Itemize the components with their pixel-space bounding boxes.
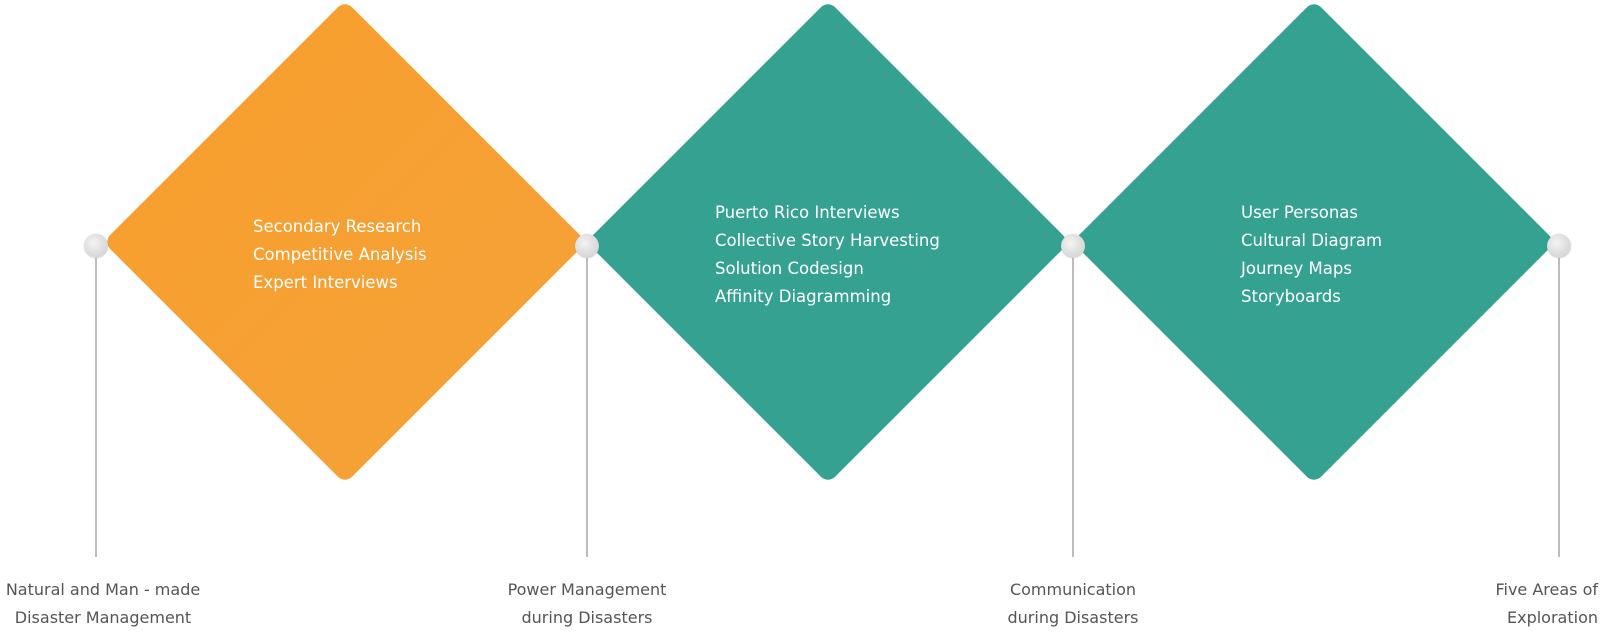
list-item: User Personas <box>1241 203 1359 222</box>
list-item: Collective Story Harvesting <box>715 231 940 250</box>
label-line: Exploration <box>1507 608 1598 627</box>
milestone-node <box>1547 234 1571 258</box>
research-methods-list: Secondary Research Competitive Analysis … <box>253 213 427 297</box>
label-line: Communication <box>1009 580 1137 599</box>
list-item: Storyboards <box>1241 287 1341 306</box>
milestone-label-power-management: Power Management during Disasters <box>487 576 687 632</box>
label-line: Power Management <box>507 580 667 599</box>
list-item: Journey Maps <box>1241 259 1352 278</box>
milestone-stem <box>95 246 97 557</box>
list-item: Cultural Diagram <box>1241 231 1383 250</box>
fieldwork-methods-list: Puerto Rico Interviews Collective Story … <box>715 199 940 311</box>
milestone-stem <box>1558 246 1560 557</box>
label-line: during Disasters <box>1007 608 1139 627</box>
label-line: Natural and Man - made <box>5 580 201 599</box>
milestone-stem <box>586 246 588 557</box>
label-line: during Disasters <box>521 608 653 627</box>
milestone-label-five-areas: Five Areas of Exploration <box>1468 576 1598 632</box>
list-item: Solution Codesign <box>715 259 864 278</box>
milestone-node <box>1061 234 1085 258</box>
synthesis-methods-list: User Personas Cultural Diagram Journey M… <box>1241 199 1382 311</box>
milestone-label-disaster-management: Natural and Man - made Disaster Manageme… <box>0 576 208 632</box>
label-line: Five Areas of <box>1495 580 1598 599</box>
list-item: Competitive Analysis <box>253 245 427 264</box>
list-item: Secondary Research <box>253 217 422 236</box>
list-item: Expert Interviews <box>253 273 398 292</box>
milestone-label-communication: Communication during Disasters <box>983 576 1163 632</box>
milestone-node <box>84 234 108 258</box>
list-item: Puerto Rico Interviews <box>715 203 900 222</box>
label-line: Disaster Management <box>14 608 192 627</box>
milestone-node <box>575 234 599 258</box>
list-item: Affinity Diagramming <box>715 287 892 306</box>
milestone-stem <box>1072 246 1074 557</box>
